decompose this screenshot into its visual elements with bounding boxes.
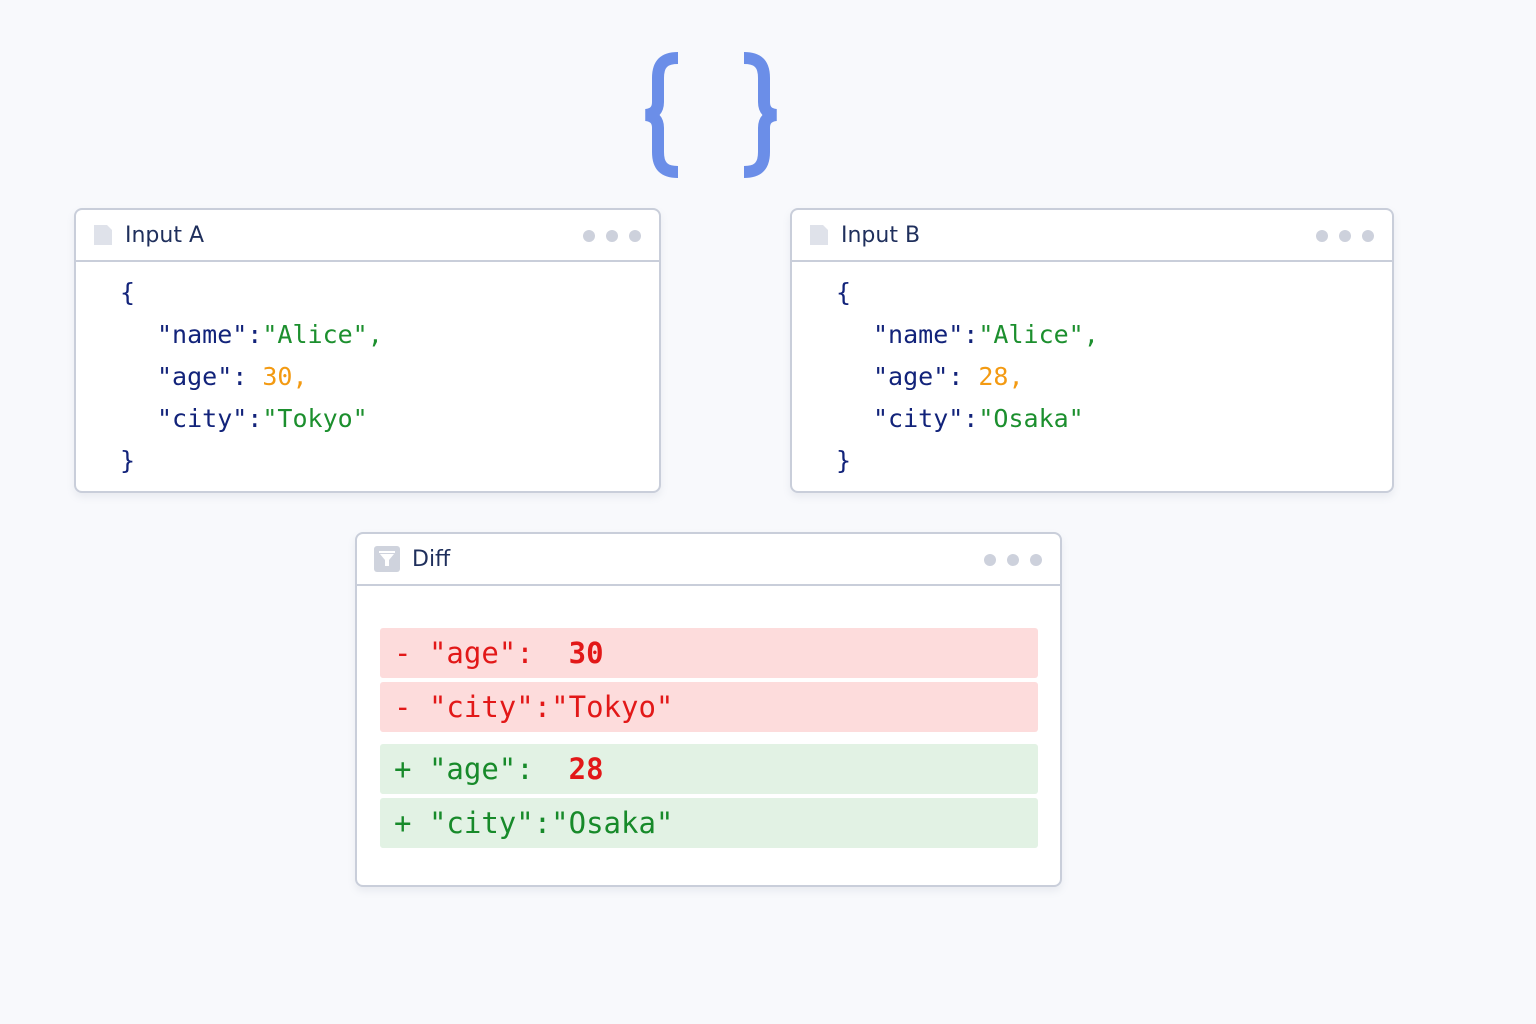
input-b-header: Input B — [792, 210, 1392, 262]
diff-added-row: + "city":"Osaka" — [380, 798, 1038, 848]
code-line: "city":"Osaka" — [836, 398, 1392, 440]
code-line: "name":"Alice", — [120, 314, 659, 356]
panel-menu-dots[interactable] — [984, 554, 1042, 566]
code-line: { — [120, 272, 659, 314]
diff-title: Diff — [412, 546, 451, 572]
dot-icon — [1030, 554, 1042, 566]
json-number-value: 28, — [978, 362, 1024, 391]
dot-icon — [583, 230, 595, 242]
code-line: "city":"Tokyo" — [120, 398, 659, 440]
input-b-code: { "name":"Alice", "age": 28, "city":"Osa… — [792, 262, 1392, 482]
plus-sign: + — [394, 806, 412, 840]
json-key: "age": — [157, 362, 248, 391]
json-number-value: 30, — [262, 362, 308, 391]
diff-removed-row: - "age": 30 — [380, 628, 1038, 678]
close-brace: } — [120, 446, 136, 475]
minus-sign: - — [394, 690, 412, 724]
code-line: "name":"Alice", — [836, 314, 1392, 356]
open-brace: { — [836, 278, 852, 307]
code-line: "age": 30, — [120, 356, 659, 398]
json-string-value: "Osaka" — [978, 404, 1084, 433]
dot-icon — [1007, 554, 1019, 566]
file-icon — [809, 224, 829, 246]
close-brace: } — [836, 446, 852, 475]
code-line: } — [120, 440, 659, 482]
code-line: { — [836, 272, 1392, 314]
input-a-panel: Input A { "name":"Alice", "age": 30, "ci… — [74, 208, 661, 493]
diff-value: "Osaka" — [551, 806, 674, 840]
diff-value: 28 — [568, 752, 604, 786]
code-line: "age": 28, — [836, 356, 1392, 398]
panel-menu-dots[interactable] — [583, 230, 641, 242]
plus-sign: + — [394, 752, 412, 786]
diff-key: "city": — [428, 690, 552, 724]
input-a-header: Input A — [76, 210, 659, 262]
diff-key: "age": — [428, 636, 534, 670]
file-icon — [93, 224, 113, 246]
json-string-value: "Alice", — [262, 320, 383, 349]
diff-header: Diff — [357, 534, 1060, 586]
dot-icon — [606, 230, 618, 242]
diff-value: 30 — [568, 636, 604, 670]
json-string-value: "Tokyo" — [262, 404, 368, 433]
json-key: "city": — [873, 404, 979, 433]
dot-icon — [1339, 230, 1351, 242]
json-string-value: "Alice", — [978, 320, 1099, 349]
json-key: "age": — [873, 362, 964, 391]
input-b-title: Input B — [841, 222, 921, 248]
json-key: "city": — [157, 404, 263, 433]
filter-icon — [374, 546, 400, 572]
dot-icon — [1316, 230, 1328, 242]
diff-key: "city": — [428, 806, 552, 840]
input-b-panel: Input B { "name":"Alice", "age": 28, "ci… — [790, 208, 1394, 493]
dot-icon — [1362, 230, 1374, 242]
diff-panel: Diff - "age": 30 - "city":"Tokyo" + "age… — [355, 532, 1062, 887]
json-key: "name": — [157, 320, 263, 349]
diff-removed-row: - "city":"Tokyo" — [380, 682, 1038, 732]
diff-key: "age": — [428, 752, 534, 786]
input-a-code: { "name":"Alice", "age": 30, "city":"Tok… — [76, 262, 659, 482]
diff-value: "Tokyo" — [551, 690, 674, 724]
open-brace: { — [120, 278, 136, 307]
dot-icon — [984, 554, 996, 566]
json-key: "name": — [873, 320, 979, 349]
input-a-title: Input A — [125, 222, 205, 248]
dot-icon — [629, 230, 641, 242]
curly-braces-icon — [640, 40, 800, 190]
diff-body: - "age": 30 - "city":"Tokyo" + "age": 28… — [357, 586, 1060, 848]
minus-sign: - — [394, 636, 412, 670]
code-line: } — [836, 440, 1392, 482]
panel-menu-dots[interactable] — [1316, 230, 1374, 242]
diff-added-row: + "age": 28 — [380, 744, 1038, 794]
